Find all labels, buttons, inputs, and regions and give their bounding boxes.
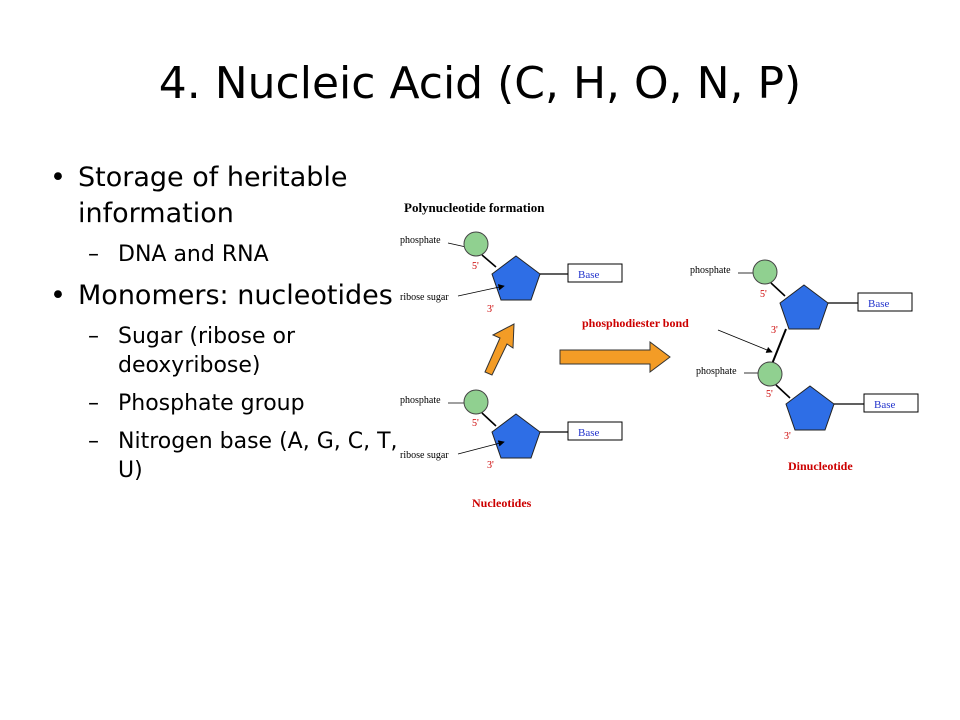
sub-bullet-item: – DNA and RNA [44,240,404,269]
sugar-pentagon [491,255,541,301]
three-prime-label: 3' [487,304,494,315]
base-box [567,263,623,283]
dash-icon: – [88,429,99,454]
bond-line [481,254,497,268]
three-prime-label: 3' [784,431,791,442]
bullet-dot-icon: • [50,280,66,311]
phosphodiester-bond-label: phosphodiester bond [582,316,689,330]
base-label: Base [874,399,896,411]
dash-icon: – [88,324,99,349]
sugar-pentagon [491,413,541,459]
dash-icon: – [88,391,99,416]
pointer-arrow [457,440,505,455]
phosphate-label: phosphate [400,235,441,246]
base-box [863,393,919,413]
sub-bullet-text: Sugar (ribose or deoxyribose) [118,324,296,378]
pointer-arrow [457,284,505,297]
base-label: Base [578,269,600,281]
base-box [857,292,913,312]
bullet-item-storage: • Storage of heritable information [44,160,404,232]
pointer-arrow [717,329,773,353]
phosphodiester-bond-line [771,328,787,365]
five-prime-label: 5' [766,389,773,400]
bullet-text: Monomers: nucleotides [78,280,393,311]
three-prime-label: 3' [487,460,494,471]
five-prime-label: 5' [760,289,767,300]
bullet-list: • Storage of heritable information – DNA… [44,160,404,494]
sub-bullet-text: Nitrogen base (A, G, C, T, U) [118,429,398,483]
sub-bullet-text: DNA and RNA [118,242,269,267]
orange-right-arrow-icon [559,341,671,373]
sugar-pentagon [785,385,835,431]
phosphate-circle [463,231,489,257]
sub-bullet-item: – Phosphate group [44,389,404,418]
dash-icon: – [88,242,99,267]
phosphate-circle [463,389,489,415]
bond-line [775,384,791,399]
sub-bullet-text: Phosphate group [118,391,305,416]
ribose-sugar-label: ribose sugar [400,292,449,303]
ribose-sugar-label: ribose sugar [400,450,449,461]
phosphate-circle [752,259,778,285]
five-prime-label: 5' [472,261,479,272]
bullet-text: Storage of heritable information [78,162,348,229]
bullet-dot-icon: • [50,162,66,193]
dinucleotide-label: Dinucleotide [788,459,853,473]
diagram-title: Polynucleotide formation [404,200,545,215]
base-label: Base [868,298,890,310]
sub-bullet-item: – Sugar (ribose or deoxyribose) [44,322,404,380]
orange-up-arrow-icon [484,323,515,376]
sub-bullet-item: – Nitrogen base (A, G, C, T, U) [44,427,404,485]
phosphate-label: phosphate [690,265,731,276]
phosphate-circle [757,361,783,387]
nucleotides-label: Nucleotides [472,496,532,510]
diagram-svg: Polynucleotide formation phosphate 5' ri… [400,200,919,510]
base-box [567,421,623,441]
leader-line [447,242,467,248]
three-prime-label: 3' [771,325,778,336]
bond-line [481,412,497,427]
five-prime-label: 5' [472,418,479,429]
polynucleotide-diagram: Polynucleotide formation phosphate 5' ri… [380,190,950,520]
slide-title: 4. Nucleic Acid (C, H, O, N, P) [158,58,802,109]
phosphate-label: phosphate [696,366,737,377]
base-label: Base [578,427,600,439]
bullet-item-monomers: • Monomers: nucleotides [44,278,404,314]
phosphate-label: phosphate [400,395,441,406]
bond-line [770,282,786,297]
sugar-pentagon [779,284,829,330]
